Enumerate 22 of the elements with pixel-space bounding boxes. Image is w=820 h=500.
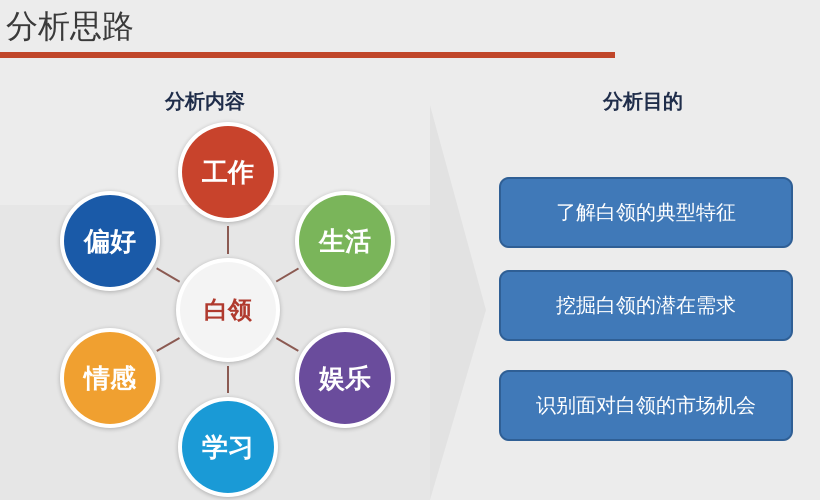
circle-label: 学习	[202, 432, 254, 464]
goal-box	[499, 270, 793, 341]
connector-line	[156, 337, 180, 352]
section-heading: 分析目的	[602, 88, 684, 115]
circle-label: 生活	[319, 226, 371, 258]
goal-text: 了解白领的典型特征	[556, 199, 736, 226]
circle-label: 偏好	[84, 226, 136, 258]
goal-box	[499, 370, 793, 441]
goal-text: 识别面对白领的市场机会	[536, 392, 756, 419]
connector-line	[227, 226, 229, 254]
connector-line	[276, 268, 299, 282]
circle-label: 情感	[84, 362, 136, 396]
circle-label: 工作	[202, 156, 254, 190]
goal-box	[499, 177, 793, 248]
circle-label: 娱乐	[319, 362, 371, 396]
connector-line	[156, 267, 180, 283]
page-title: 分析思路	[6, 6, 134, 46]
section-heading: 分析内容	[164, 88, 246, 115]
connector-line	[227, 366, 229, 393]
connector-line	[276, 337, 299, 352]
circle-label: 白领	[204, 295, 252, 326]
goal-text: 挖掘白领的潜在需求	[556, 292, 736, 319]
